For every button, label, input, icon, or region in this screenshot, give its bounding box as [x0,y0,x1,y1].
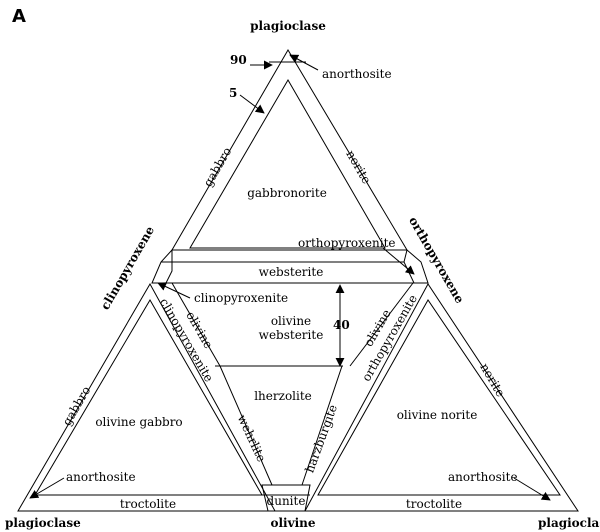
vertex-plagioclase-left: plagioclase [5,516,81,530]
label-troctolite-right: troctolite [406,497,462,511]
vertex-plagioclase-right: plagioclase [538,516,600,530]
label-gabbronorite: gabbronorite [247,186,327,200]
label-orthopyroxenite: orthopyroxenite [298,236,396,250]
vertex-olivine: olivine [270,516,315,530]
dunite-box [261,484,311,512]
right-lower-inner [317,299,561,496]
vertex-clinopyroxene: clinopyroxene [98,223,157,312]
opx-boundary [349,282,414,367]
label-norite-upper: norite [343,148,373,187]
label-harzburgite: harzburgite [302,403,340,475]
clinopyroxenite-corner [151,248,173,284]
label-gabbro-lower: gabbro [60,384,94,428]
upper-inner-outline [189,79,386,249]
orthopyroxenite-corner [403,249,429,284]
right-lower-outer [304,283,579,512]
vertex-orthopyroxene: orthopyroxene [406,214,467,306]
label-clinopyroxenite: clinopyroxenite [194,291,288,305]
label-dunite: dunite [267,494,306,508]
arrow-anorthosite-top [289,54,319,71]
vertex-plagioclase-top: plagioclase [250,19,326,33]
left-lower-outer [17,282,276,512]
marker-90: 90 [230,53,247,67]
arrow-5 [239,94,265,114]
harzburgite-boundary [301,365,343,486]
upper-outer-outline [171,49,408,251]
label-gabbro-upper: gabbro [201,145,235,189]
label-anorthosite-top: anorthosite [322,67,392,81]
label-olivine-websterite-2: websterite [259,328,324,342]
label-olivine-norite: olivine norite [397,408,478,422]
arrow-clinopyroxenite [157,282,191,299]
label-olivine-websterite-1: olivine [271,314,311,328]
label-anorthosite-right: anorthosite [448,470,518,484]
label-websterite: websterite [259,265,324,279]
cpx-boundary [171,282,221,367]
marker-40: 40 [333,318,350,332]
label-olivine-gabbro: olivine gabbro [95,415,182,429]
marker-5: 5 [229,86,237,100]
label-troctolite-left: troctolite [120,497,176,511]
label-lherzolite: lherzolite [254,389,312,403]
wehrlite-boundary [219,365,273,486]
arrow-anorthosite-left [29,477,65,499]
arrow-orthopyroxenite [382,247,415,275]
arrows [29,54,551,501]
arrow-anorthosite-right [513,477,551,501]
panel-letter: A [12,6,26,27]
left-lower-inner [34,299,263,496]
lower-triangles [17,282,579,512]
label-anorthosite-left: anorthosite [66,470,136,484]
